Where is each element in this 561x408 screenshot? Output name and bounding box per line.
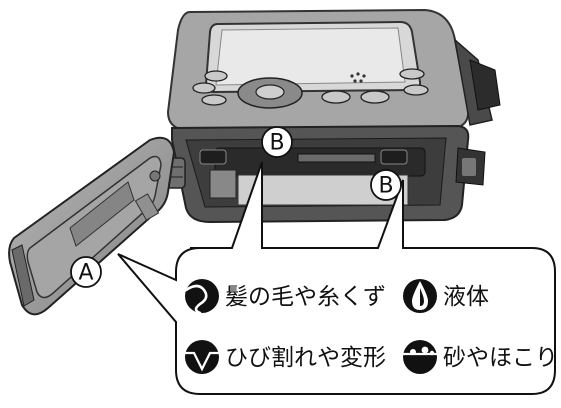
camera-body — [166, 8, 501, 132]
crack-icon — [185, 340, 219, 374]
open-side-door — [8, 136, 176, 316]
crack-label: ひび割れや変形 — [225, 345, 386, 371]
sand-dust-icon — [403, 340, 437, 374]
callout-box — [117, 161, 556, 395]
marker-b-top: B — [261, 126, 293, 158]
marker-a: A — [70, 256, 102, 288]
speaker-icon — [350, 72, 366, 83]
marker-b-top-label: B — [269, 131, 284, 156]
marker-b-right: B — [370, 169, 402, 201]
hair-label: 髪の毛や糸くず — [225, 284, 386, 310]
battery-compartment — [171, 124, 486, 224]
control-dial — [237, 77, 303, 109]
sand-dust-label: 砂やほこり — [443, 345, 558, 371]
camera-buttons — [192, 68, 429, 106]
liquid-drop-icon — [403, 279, 437, 313]
marker-b-right-label: B — [378, 174, 393, 199]
marker-a-label: A — [78, 261, 93, 286]
hair-icon — [184, 279, 219, 315]
liquid-label: 液体 — [443, 284, 489, 310]
